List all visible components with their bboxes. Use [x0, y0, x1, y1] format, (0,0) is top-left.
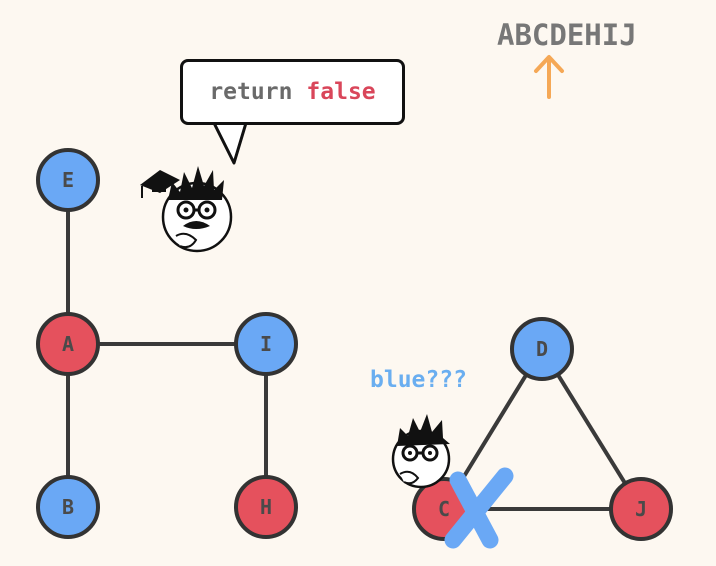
professor-character-icon — [140, 166, 233, 253]
node-label-D: D — [536, 337, 548, 361]
cross-mark-icon — [444, 467, 514, 549]
visit-sequence: ABCDEHIJ — [497, 18, 637, 52]
node-circle-J — [609, 477, 673, 541]
speech-bubble: return false — [180, 59, 405, 125]
node-label-C: C — [438, 497, 450, 521]
node-label-J: J — [635, 497, 647, 521]
return-value: false — [306, 79, 376, 105]
node-label-B: B — [62, 495, 74, 519]
node-circle-I — [234, 312, 298, 376]
node-label-A: A — [62, 332, 74, 356]
blue-question-annotation: blue??? — [370, 367, 467, 393]
node-circle-D — [510, 317, 574, 381]
student-character-icon — [391, 414, 451, 489]
node-J: J — [609, 477, 673, 541]
node-circle-B — [36, 475, 100, 539]
node-circle-H — [234, 475, 298, 539]
node-I: I — [234, 312, 298, 376]
node-A: A — [36, 312, 100, 376]
node-B: B — [36, 475, 100, 539]
node-label-H: H — [260, 495, 272, 519]
nodes: E A I B H D C J — [36, 148, 673, 541]
node-D: D — [510, 317, 574, 381]
node-label-E: E — [62, 168, 74, 192]
node-H: H — [234, 475, 298, 539]
node-label-I: I — [260, 332, 272, 356]
node-circle-E — [36, 148, 100, 212]
pointer-arrow-icon — [534, 55, 564, 99]
node-circle-A — [36, 312, 100, 376]
return-keyword: return — [209, 79, 293, 105]
node-E: E — [36, 148, 100, 212]
speech-bubble-tail — [212, 121, 248, 165]
